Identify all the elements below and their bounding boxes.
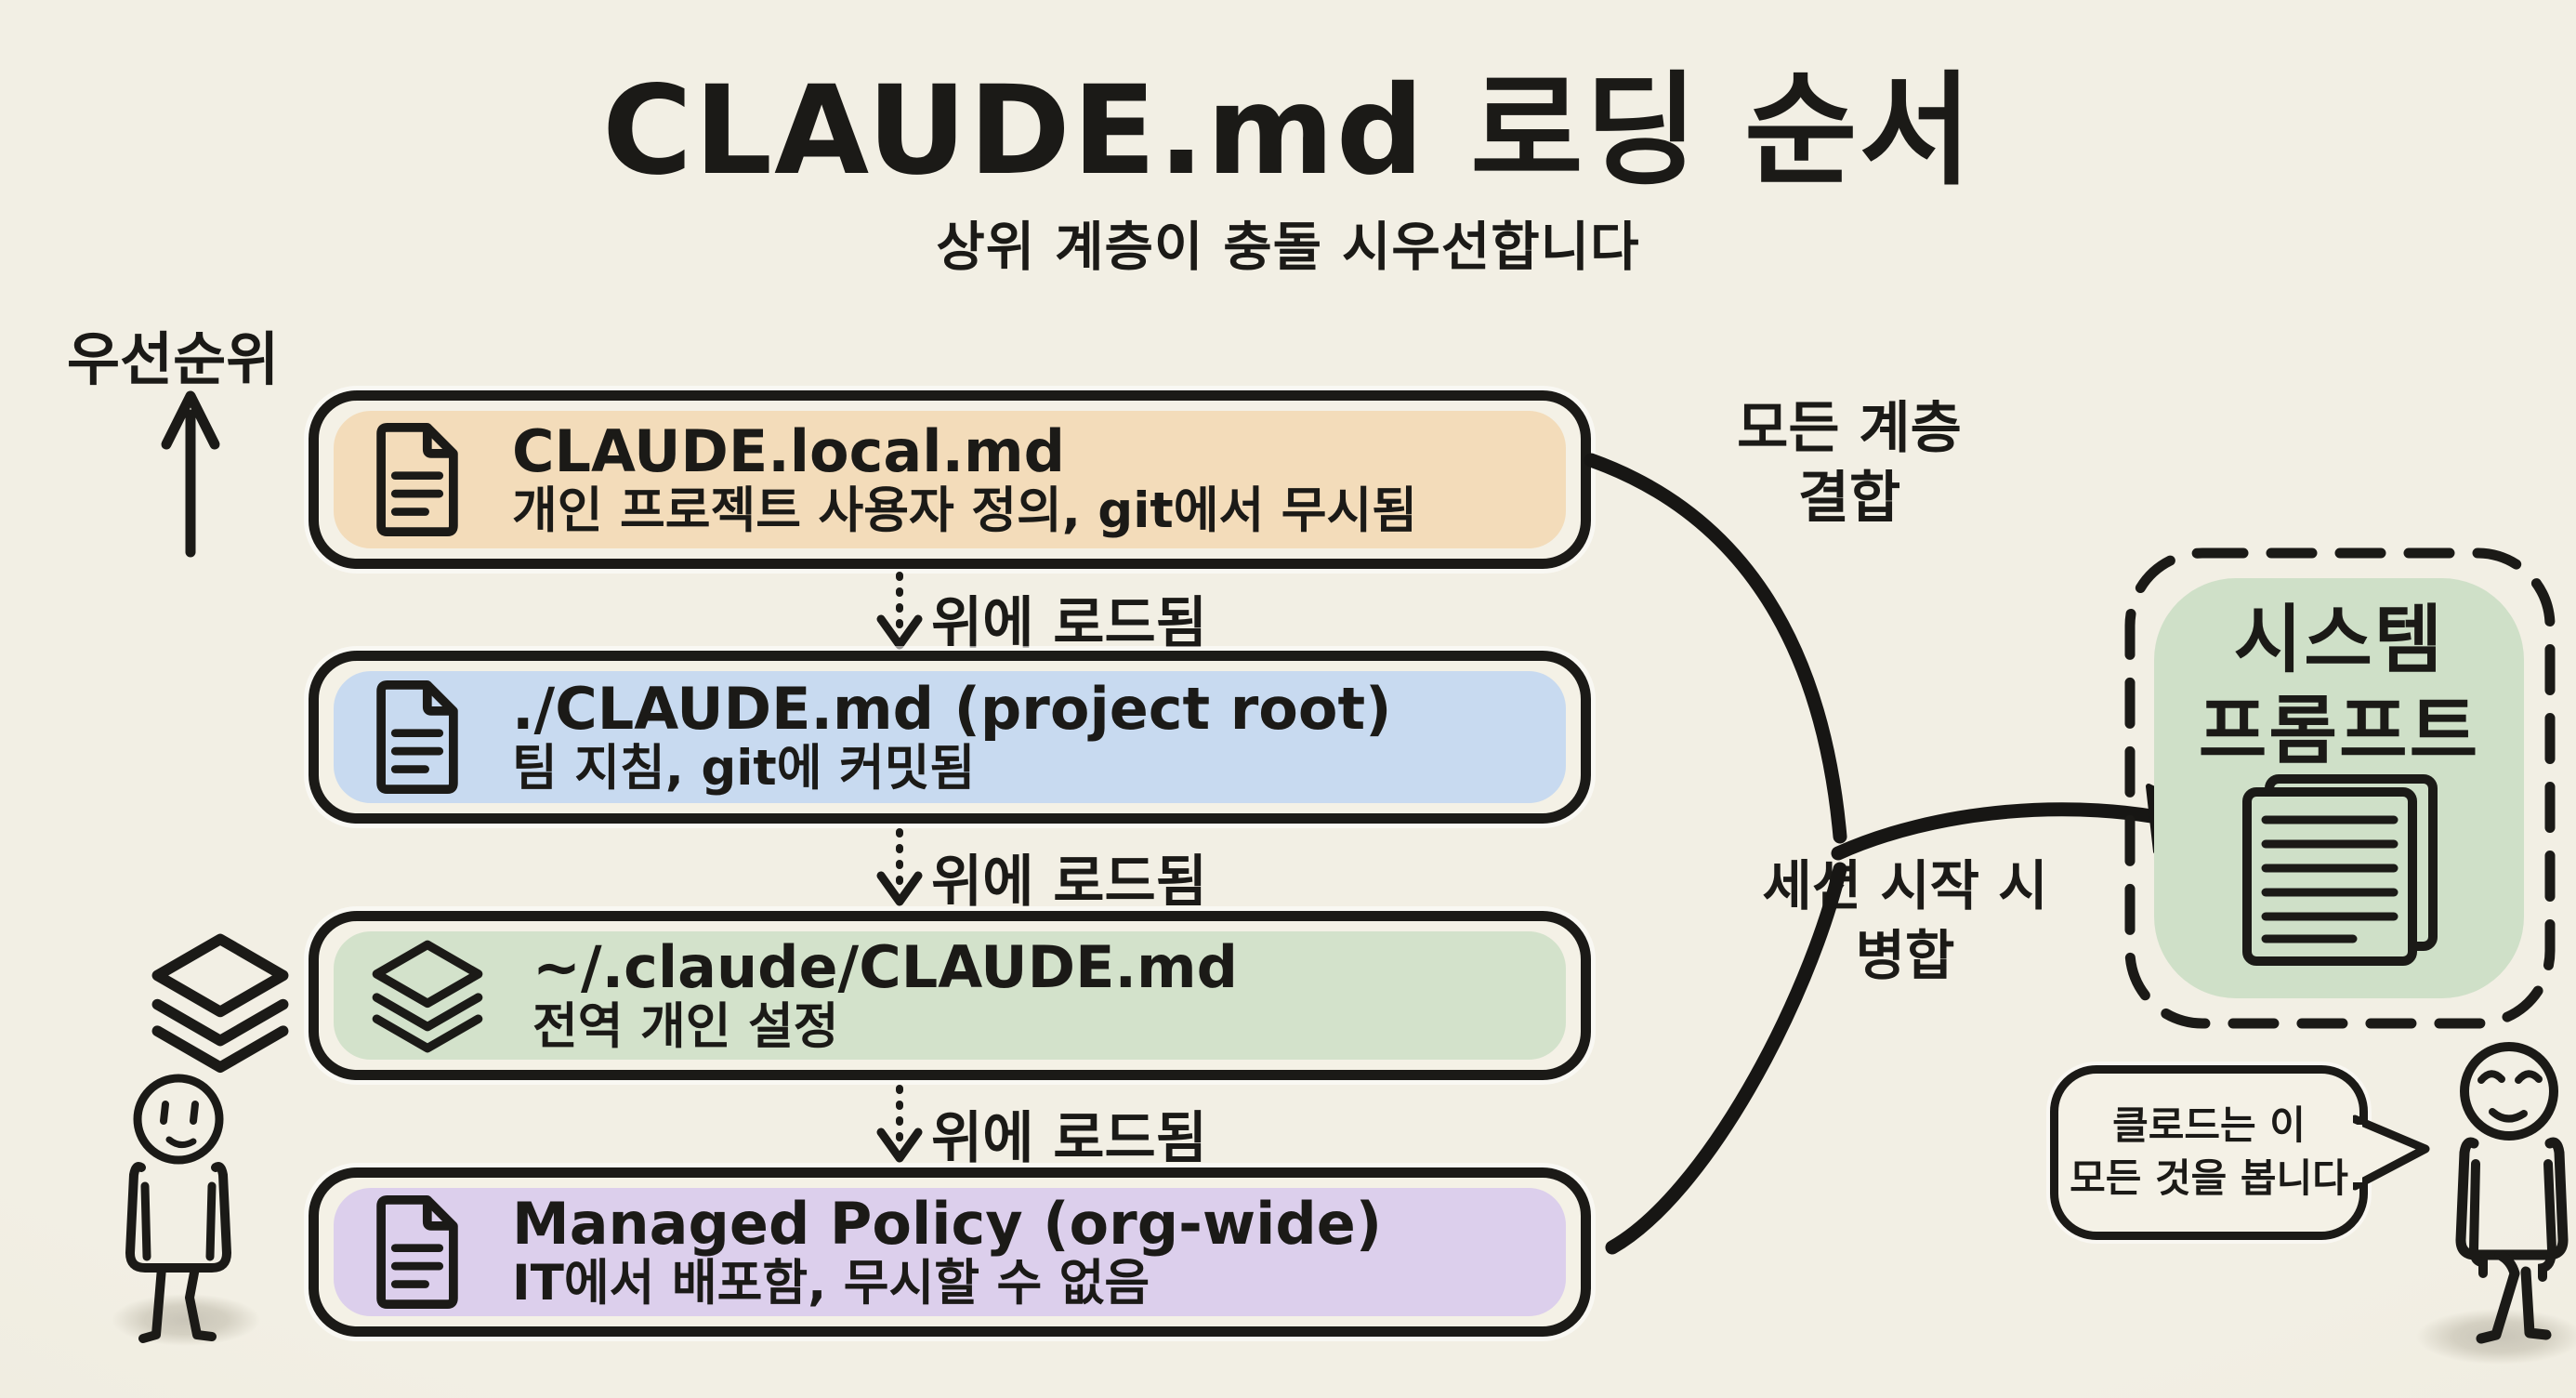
layer-fill xyxy=(334,931,1566,1060)
layer-name: ./CLAUDE.md (project root) xyxy=(512,674,1392,743)
layer-box-project-claude-md: ./CLAUDE.md (project root) 팀 지침, git에 커밋… xyxy=(309,651,1591,824)
layer-desc: 전역 개인 설정 xyxy=(532,998,839,1056)
layer-name: ~/.claude/CLAUDE.md xyxy=(532,932,1238,1001)
layer-desc: 팀 지침, git에 커밋됨 xyxy=(512,740,976,798)
system-prompt-box-border xyxy=(2124,547,2556,1029)
layer-fill xyxy=(334,671,1566,803)
layer-desc: IT에서 배포함, 무시할 수 없음 xyxy=(512,1255,1150,1312)
layer-box-global-claude-md: ~/.claude/CLAUDE.md 전역 개인 설정 xyxy=(309,911,1591,1080)
document-icon xyxy=(367,676,467,798)
load-label: 위에 로드됨 xyxy=(931,850,1207,915)
document-icon xyxy=(367,418,467,541)
layer-box-claude-local-md: CLAUDE.local.md 개인 프로젝트 사용자 정의, git에서 무시… xyxy=(309,390,1591,569)
load-down-arrow-icon xyxy=(876,828,923,906)
stick-figure-right xyxy=(2455,1042,2569,1344)
layer-fill xyxy=(334,1188,1566,1316)
layer-desc: 개인 프로젝트 사용자 정의, git에서 무시됨 xyxy=(512,482,1417,540)
page-subtitle: 상위 계층이 충돌 시우선합니다 xyxy=(936,217,1640,278)
combine-label: 모든 계층 결합 xyxy=(1737,396,1962,531)
document-icon xyxy=(367,1191,467,1313)
speech-bubble-tail xyxy=(2353,1114,2430,1191)
speech-bubble: 클로드는 이 모든 것을 봅니다 xyxy=(2050,1065,2368,1240)
system-prompt-title: 시스템 프롬프트 xyxy=(2198,597,2480,774)
priority-up-arrow-icon xyxy=(161,390,220,558)
layer-box-managed-policy: Managed Policy (org-wide) IT에서 배포함, 무시할 … xyxy=(309,1167,1591,1337)
load-label: 위에 로드됨 xyxy=(931,591,1207,656)
page-title: CLAUDE.md 로딩 순서 xyxy=(602,59,1974,203)
layer-name: Managed Policy (org-wide) xyxy=(512,1189,1383,1258)
layer-name: CLAUDE.local.md xyxy=(512,416,1066,485)
load-down-arrow-icon xyxy=(876,572,923,650)
layers-icon xyxy=(151,933,289,1074)
stick-figure-left xyxy=(125,1074,232,1343)
load-down-arrow-icon xyxy=(876,1085,923,1163)
document-stack-icon xyxy=(2242,774,2438,966)
layers-icon xyxy=(367,937,488,1054)
layer-fill xyxy=(334,411,1566,548)
load-label: 위에 로드됨 xyxy=(931,1106,1207,1171)
merge-label: 세션 시작 시 병합 xyxy=(1762,854,2048,988)
priority-label: 우선순위 xyxy=(67,325,280,393)
